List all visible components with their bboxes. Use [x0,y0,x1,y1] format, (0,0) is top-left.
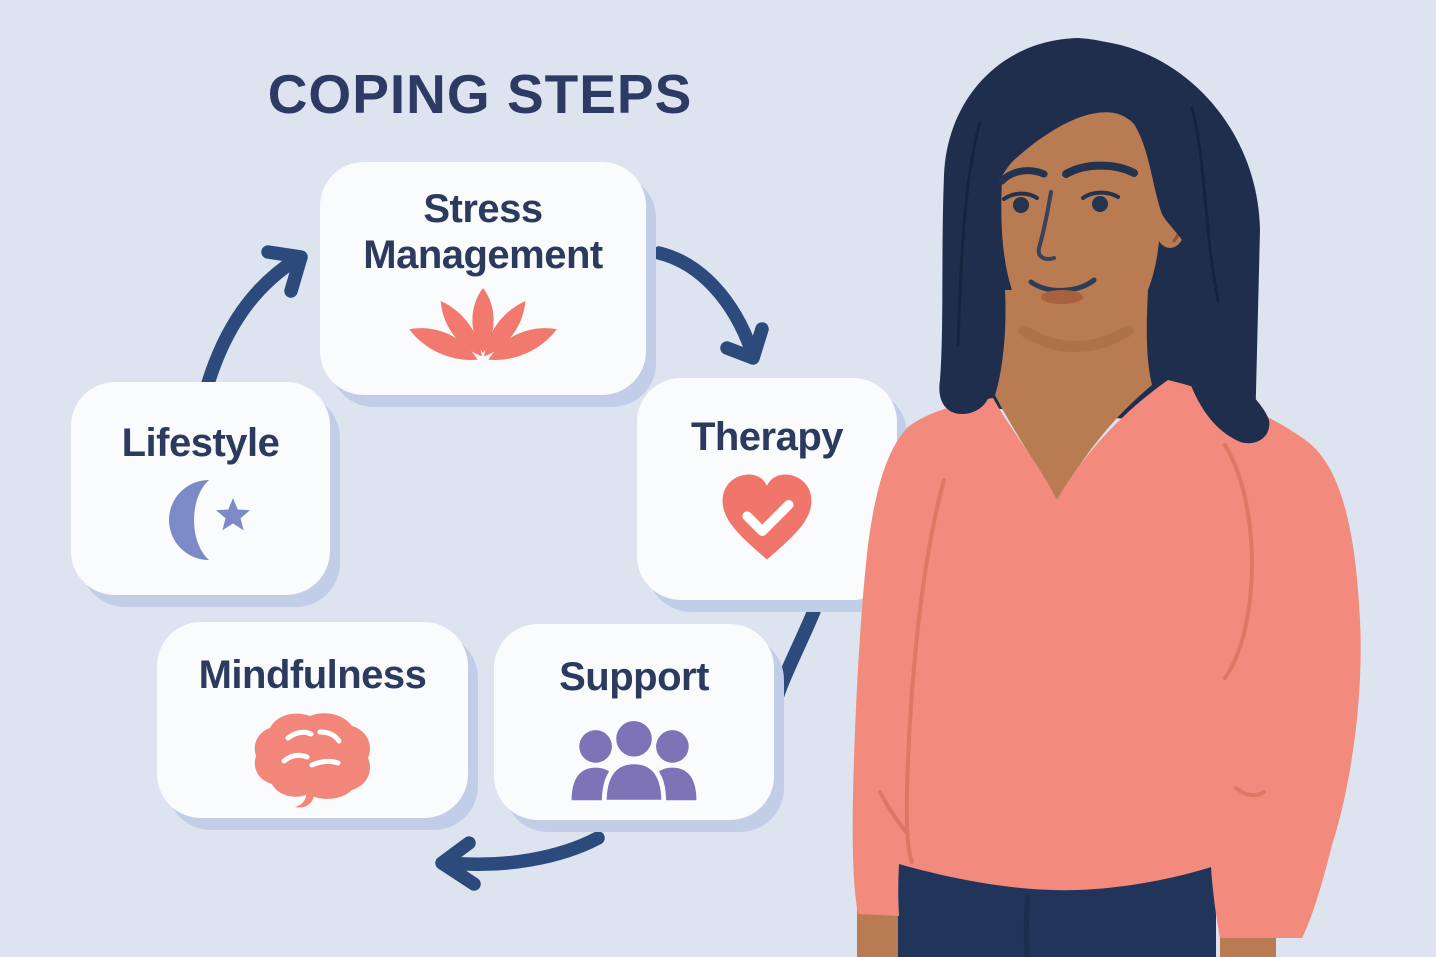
left-eyebrow [998,167,1048,185]
page-title: COPING STEPS [267,63,693,125]
moon-star-icon [168,480,250,560]
arrow-stress-to-therapy [652,246,769,365]
arrow-lifestyle-to-stress [199,245,308,397]
face [1001,95,1161,335]
step-label: Stress Management [363,187,603,277]
nose-line [1036,190,1056,261]
left-eye [1013,197,1029,213]
jaw-shadow [1018,325,1134,352]
step-card-stress-management: Stress Management [320,162,646,395]
heart-check-icon [722,474,812,560]
step-card-mindfulness: Mindfulness [157,622,468,818]
pants-crease [1023,894,1031,957]
hair-front [939,38,1270,444]
right-eye [1092,196,1108,212]
right-eyelid-line [1081,190,1120,200]
people-group-icon [571,716,697,805]
step-label: Lifestyle [121,421,280,465]
step-label: Therapy [690,415,844,459]
step-card-lifestyle: Lifestyle [71,382,330,595]
arrow-support-to-mindfulness [435,831,605,891]
arc-therapy-to-support [767,604,821,713]
brain-icon [254,713,370,808]
sweater-folds [878,443,1266,864]
lotus-icon [409,288,557,360]
right-eyebrow [1062,161,1138,178]
step-label: Mindfulness [198,653,427,697]
step-card-therapy: Therapy [637,378,897,600]
facial-features [998,161,1138,304]
sweater [852,380,1361,938]
left-eyelid-line [1002,191,1039,201]
step-card-support: Support [494,624,774,820]
step-label: Support [559,655,709,699]
woman-illustration [852,38,1361,957]
hair-strand-lines [956,106,1220,347]
lower-lip [1041,290,1083,304]
